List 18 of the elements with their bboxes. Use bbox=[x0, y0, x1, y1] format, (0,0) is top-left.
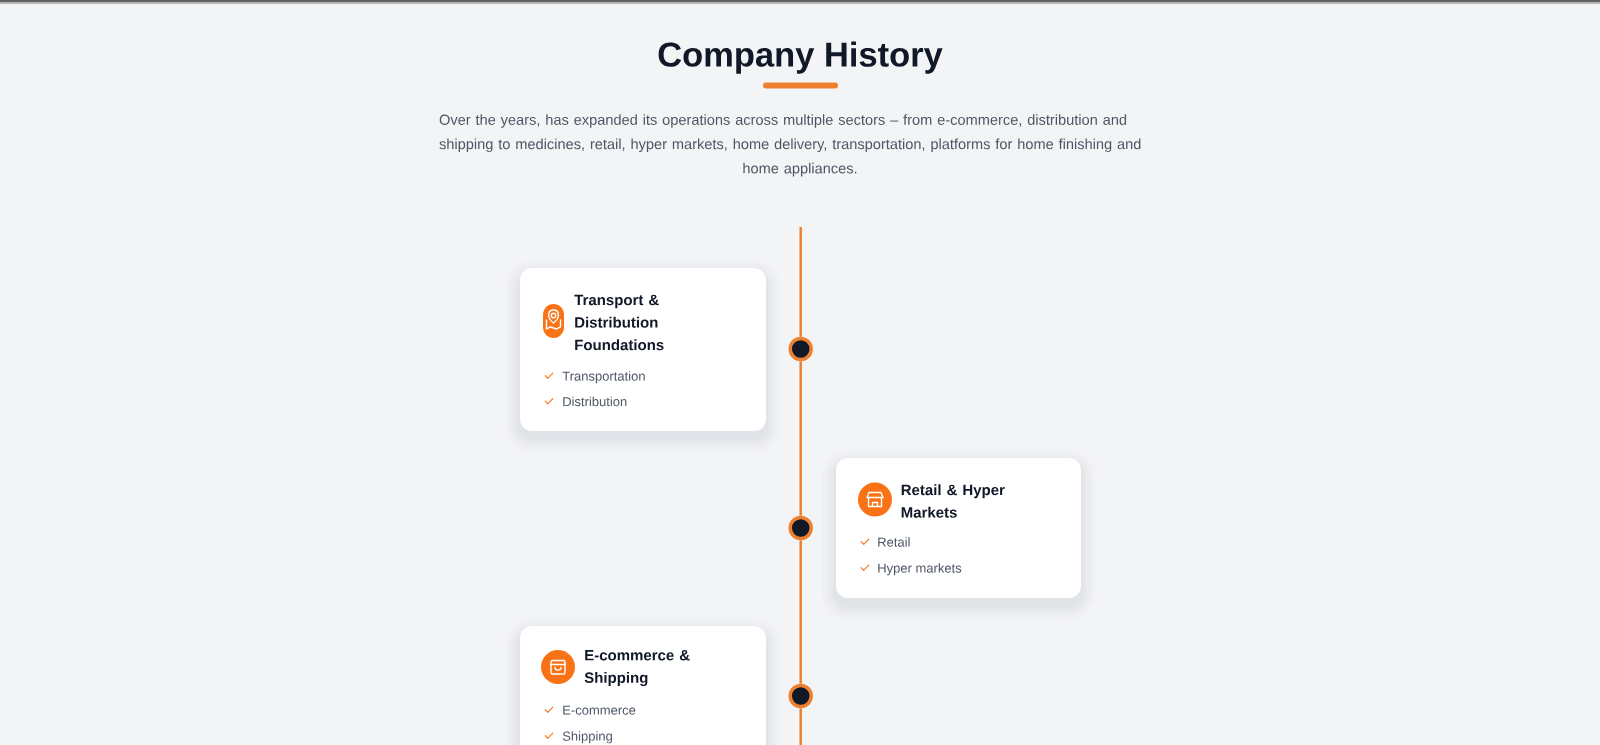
list-item: Hyper markets bbox=[878, 563, 962, 576]
list-item: E-commerce bbox=[563, 705, 636, 715]
list-item: Transportation bbox=[562, 371, 645, 384]
list-item: Retail bbox=[878, 537, 910, 547]
card-heading: Retail & Hyper Markets bbox=[901, 484, 1005, 518]
timeline-line bbox=[799, 708, 802, 745]
title: Company History bbox=[658, 41, 943, 74]
card-heading: E-commerce & Shipping bbox=[584, 650, 690, 687]
timeline-dot bbox=[788, 336, 813, 362]
list-item: Distribution bbox=[563, 396, 627, 407]
timeline-line bbox=[799, 227, 802, 337]
list-item: Shipping bbox=[562, 731, 612, 744]
timeline-dot bbox=[788, 683, 813, 709]
timeline-dot bbox=[788, 515, 813, 541]
timeline-line bbox=[799, 540, 802, 684]
timeline-line bbox=[799, 361, 802, 516]
card-heading: Transport & Distribution Foundations bbox=[574, 294, 664, 351]
intro-paragraph: Over the years, has expanded its operations across multiple sectors – from e-commerce, distribution and shipping to medicines, retail, hyper markets, home delivery, transportation, platforms for home finishing and home appliances. bbox=[439, 114, 1141, 177]
